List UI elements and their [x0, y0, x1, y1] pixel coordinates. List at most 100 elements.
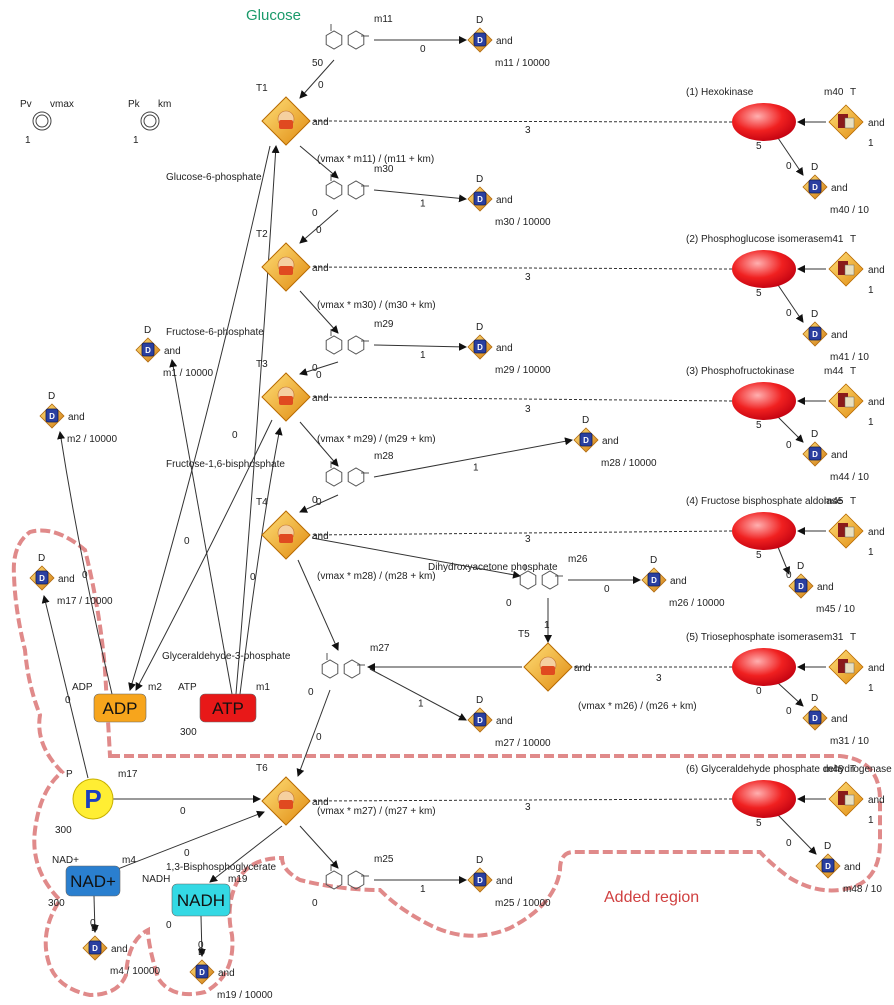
- degrader-letter: D: [812, 450, 818, 459]
- molecule-ring: [519, 570, 537, 590]
- decay-weight-label: 1: [420, 884, 426, 895]
- enzyme-decay-weight-label: 0: [786, 706, 792, 717]
- transition-label: T2: [256, 229, 268, 240]
- flow-weight-label: 0: [232, 430, 238, 441]
- metabolite-id-label: m30: [374, 164, 394, 175]
- transition-label: T3: [256, 359, 268, 370]
- cofactor-p: [72, 778, 114, 820]
- degrader-d-label: D: [811, 429, 818, 440]
- degrader-d-label: D: [476, 15, 483, 26]
- metabolite-id-label: m25: [374, 854, 394, 865]
- parameter-value-label: 1: [133, 135, 139, 146]
- enzyme-name-label: (4) Fructose bisphosphate aldolase: [686, 496, 843, 507]
- degrader-d-label: D: [144, 325, 151, 336]
- cofactor-init-label: 0: [166, 920, 172, 931]
- degrader-d-label: D: [476, 695, 483, 706]
- flow-t4-m27: [297, 559, 339, 651]
- degrader-letter: D: [49, 412, 55, 421]
- gene-weight-label: 1: [868, 417, 874, 428]
- enzyme-decay-edge: [777, 546, 791, 575]
- degrader-d-label: D: [797, 561, 804, 572]
- degrader-letter: D: [825, 862, 831, 871]
- pill-label: NADH: [177, 891, 225, 910]
- molecule-ring: [321, 659, 339, 679]
- enzyme-decay-edge: [777, 814, 817, 855]
- metabolite-name-label: 1,3-Bisphosphoglycerate: [166, 862, 277, 873]
- enzyme-name-label: (5) Triosephosphate isomerase: [686, 632, 824, 643]
- molecule-ring: [325, 30, 343, 50]
- gene-book-icon: [838, 393, 848, 407]
- degrader-letter: D: [812, 330, 818, 339]
- flow-weight-label: 0: [316, 225, 322, 236]
- enzyme-m-label: m31: [824, 632, 844, 643]
- gene-and-label: and: [868, 118, 885, 129]
- transition-and-label: and: [312, 263, 329, 274]
- transition-t4: [261, 510, 311, 560]
- cofactor-nadplus: NAD+: [65, 865, 121, 897]
- modifier-weight-label: 3: [525, 802, 531, 813]
- enzyme-decay-weight-label: 0: [786, 838, 792, 849]
- degrader-letter: D: [145, 346, 151, 355]
- enzyme-ellipse: [732, 382, 796, 420]
- transition-label: T4: [256, 497, 268, 508]
- bin-icon: [821, 858, 835, 873]
- enzyme-name-label: (2) Phosphoglucose isomerase: [686, 234, 824, 245]
- degrader-rate-label: m48 / 10: [843, 884, 882, 895]
- bin-icon: [473, 32, 487, 47]
- metabolite-init-label: 0: [312, 208, 318, 219]
- flow-adp-m2: [57, 431, 113, 695]
- metabolite-id-label: m28: [374, 451, 394, 462]
- degrader-and-label: and: [496, 876, 513, 887]
- degrader-d-label: D: [811, 693, 818, 704]
- gene-page-icon: [844, 662, 855, 674]
- enzyme-init-label: 5: [756, 420, 762, 431]
- metabolite-name-label: Glucose-6-phosphate: [166, 172, 262, 183]
- parameter-name-label: Pk: [128, 99, 141, 110]
- molecule-ring: [325, 335, 343, 355]
- gene-weight-label: 1: [868, 683, 874, 694]
- enzyme-ellipse: [732, 780, 796, 818]
- cofactor-name-label: NADH: [142, 874, 170, 885]
- decay-weight-label: 1: [418, 699, 424, 710]
- enzyme-decay-weight-label: 0: [786, 161, 792, 172]
- degrader-m41: D: [802, 321, 828, 347]
- bin-icon: [45, 408, 59, 423]
- bin-icon: [473, 191, 487, 206]
- enzyme-ellipse: [732, 250, 796, 288]
- enzyme-decay-edge: [777, 137, 804, 176]
- rate-law-label: (vmax * m29) / (m29 + km): [317, 434, 436, 445]
- enzyme-2: [732, 250, 864, 288]
- enzyme-ellipse: [732, 512, 796, 550]
- cofactor-name-label: ATP: [178, 682, 197, 693]
- metabolite-id-label: m26: [568, 554, 588, 565]
- parameter-kind-label: km: [158, 99, 171, 110]
- flow-m28-t4: [299, 494, 339, 513]
- metabolite-m26: [519, 564, 563, 590]
- cofactor-m-label: m4: [122, 855, 136, 866]
- degrader-letter: D: [477, 36, 483, 45]
- cofactor-adp: ADP: [93, 693, 147, 723]
- metabolite-m27: [321, 653, 365, 679]
- pill-shape: [65, 865, 121, 897]
- degrader-m40: D: [802, 174, 828, 200]
- rate-law-label: (vmax * m27) / (m27 + km): [317, 806, 436, 817]
- degrader-letter: D: [39, 574, 45, 583]
- parameter-place-inner: [35, 114, 49, 128]
- enzyme-modifier-edge: [311, 120, 733, 123]
- flow-m29-t3: [299, 361, 339, 376]
- flow-t3-adp: [135, 419, 273, 691]
- parameter-place: [32, 111, 52, 131]
- degrader-rate-label: m19 / 10000: [217, 990, 273, 1001]
- cofactor-init-label: 300: [48, 898, 65, 909]
- flow-t1-adp: [128, 145, 271, 691]
- flow-m11-t1: [299, 59, 335, 99]
- degrader-m19: D: [189, 959, 215, 985]
- enzyme-m-label: m41: [824, 234, 844, 245]
- degrader-and-label: and: [831, 450, 848, 461]
- degrader-d-label: D: [582, 415, 589, 426]
- degrader-d-label: D: [650, 555, 657, 566]
- molecule-ring: [343, 659, 361, 679]
- metabolite-name-label: Fructose-6-phosphate: [166, 327, 264, 338]
- metabolite-name-label: Fructose-1,6-bisphosphate: [166, 459, 285, 470]
- transition-and-label: and: [312, 117, 329, 128]
